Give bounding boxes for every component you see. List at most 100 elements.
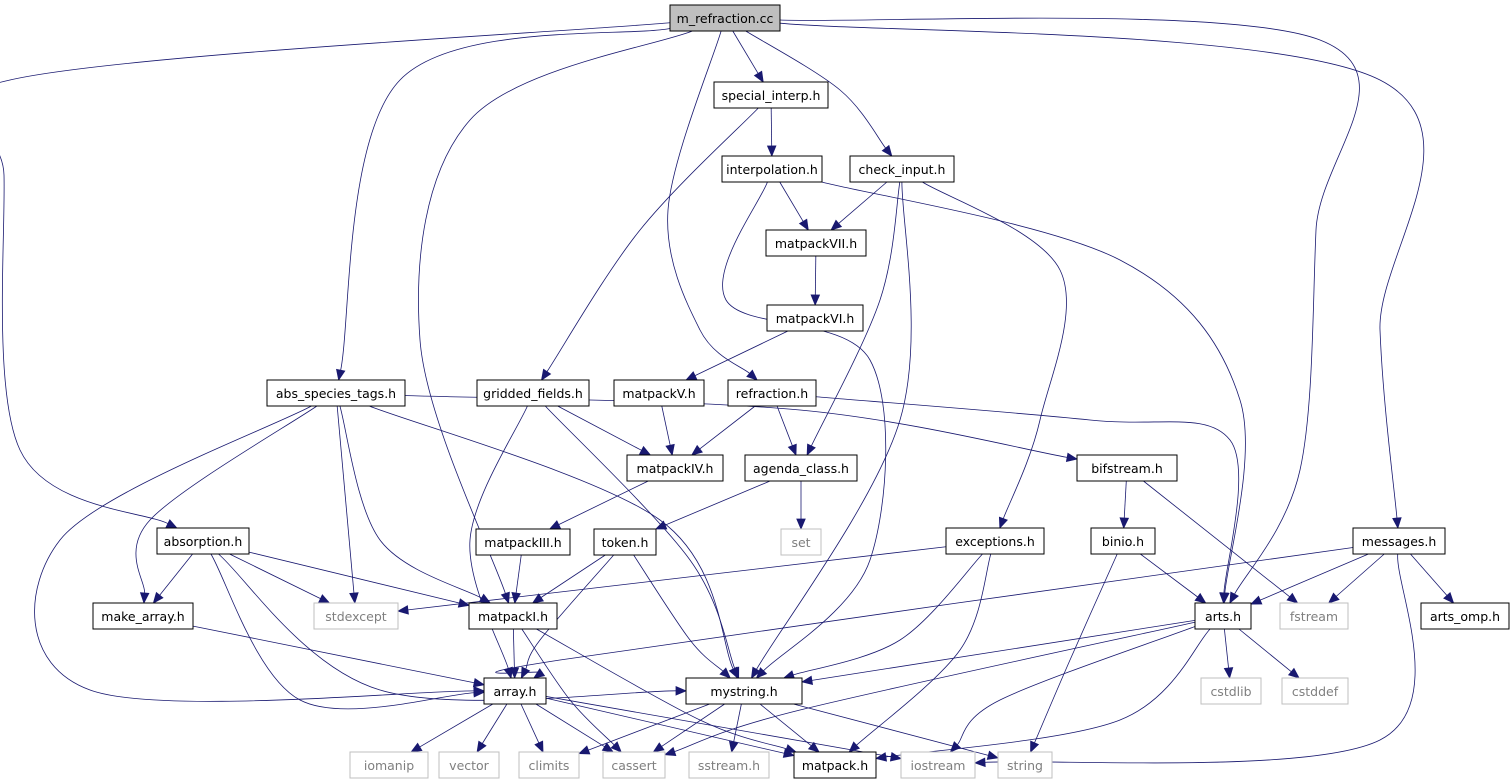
arrowhead-icon bbox=[986, 750, 999, 760]
arrowhead-icon bbox=[336, 368, 346, 382]
node-label: arts_omp.h bbox=[1430, 609, 1500, 624]
arrowhead-icon bbox=[139, 592, 150, 605]
node-box bbox=[1194, 602, 1252, 630]
node-matpackVII[interactable]: matpackVII.h bbox=[765, 229, 867, 257]
node-matpackV[interactable]: matpackV.h bbox=[613, 379, 705, 407]
edge-check_input-to-matpackVII bbox=[830, 181, 888, 231]
edge-line bbox=[1410, 553, 1448, 596]
node-arts-omp[interactable]: arts_omp.h bbox=[1420, 602, 1510, 630]
node-label: check_input.h bbox=[859, 162, 946, 177]
edge-line bbox=[694, 330, 789, 377]
arrowhead-icon bbox=[1065, 452, 1079, 463]
node-box bbox=[849, 155, 955, 183]
arrowhead-icon bbox=[874, 752, 888, 762]
node-box bbox=[793, 751, 877, 779]
node-box bbox=[626, 454, 724, 482]
edge-arts-to-matpack bbox=[874, 628, 1211, 762]
edge-abs_species_tags-to-mystring bbox=[369, 405, 739, 679]
arrowhead-icon bbox=[540, 368, 552, 381]
node-m-refraction[interactable]: m_refraction.cc bbox=[669, 4, 781, 32]
edge-line bbox=[661, 405, 671, 446]
edge-line bbox=[745, 30, 886, 149]
arrowhead-icon bbox=[998, 516, 1008, 529]
node-messages[interactable]: messages.h bbox=[1352, 527, 1446, 555]
node-box bbox=[900, 751, 976, 779]
edge-arts-to-iostream bbox=[949, 626, 1196, 753]
edge-line bbox=[229, 553, 321, 599]
edge-line bbox=[1260, 553, 1369, 601]
node-make-array[interactable]: make_array.h bbox=[92, 602, 194, 630]
arrowhead-icon bbox=[690, 444, 703, 456]
node-label: matpackVII.h bbox=[775, 236, 857, 251]
edge-gridded_fields-to-matpackIV bbox=[557, 405, 652, 456]
node-abs-species-tags[interactable]: abs_species_tags.h bbox=[266, 379, 406, 407]
node-matpackI[interactable]: matpackI.h bbox=[468, 602, 558, 630]
node-token[interactable]: token.h bbox=[593, 528, 657, 556]
node-binio[interactable]: binio.h bbox=[1090, 527, 1156, 555]
node-special-interp[interactable]: special_interp.h bbox=[713, 81, 829, 109]
edge-line bbox=[1223, 628, 1229, 669]
edge-line bbox=[779, 22, 1425, 519]
edge-line bbox=[1143, 480, 1290, 598]
arrowhead-icon bbox=[728, 740, 739, 754]
edge-line bbox=[811, 181, 901, 447]
edge-line bbox=[210, 553, 475, 710]
node-label: mystring.h bbox=[710, 684, 777, 699]
node-layer: m_refraction.cc special_interp.h interpola… bbox=[92, 4, 1510, 779]
edge-interpolation-to-matpackVII bbox=[779, 181, 809, 231]
node-matpack[interactable]: matpack.h bbox=[793, 751, 877, 779]
arrowhead-icon bbox=[1286, 592, 1299, 604]
arrowhead-icon bbox=[728, 666, 739, 679]
arrowhead-icon bbox=[1327, 592, 1340, 604]
node-interpolation[interactable]: interpolation.h bbox=[721, 155, 823, 183]
node-refraction[interactable]: refraction.h bbox=[727, 379, 817, 407]
edge-line bbox=[885, 628, 1211, 758]
node-arts[interactable]: arts.h bbox=[1194, 602, 1252, 630]
edge-array-to-matpack bbox=[545, 697, 796, 758]
edge-line bbox=[674, 621, 1196, 752]
node-box bbox=[1200, 677, 1262, 705]
arrowhead-icon bbox=[787, 443, 797, 456]
edge-line bbox=[515, 554, 522, 594]
arrowhead-icon bbox=[601, 742, 614, 753]
edge-line bbox=[535, 703, 605, 748]
edge-line bbox=[821, 181, 1246, 594]
arrowhead-icon bbox=[796, 518, 806, 531]
node-exceptions[interactable]: exceptions.h bbox=[945, 527, 1045, 555]
edge-matpackVII-to-matpackVI bbox=[810, 255, 821, 307]
node-matpackIII[interactable]: matpackIII.h bbox=[475, 528, 571, 556]
node-bifstream[interactable]: bifstream.h bbox=[1076, 454, 1178, 482]
node-mystring[interactable]: mystring.h bbox=[685, 677, 803, 705]
node-array[interactable]: array.h bbox=[483, 677, 547, 705]
edge-m_refraction-to-refraction bbox=[667, 30, 758, 381]
edge-mystring-to-cassert bbox=[652, 703, 725, 753]
node-matpackIV[interactable]: matpackIV.h bbox=[626, 454, 724, 482]
node-gridded-fields[interactable]: gridded_fields.h bbox=[476, 379, 590, 407]
edge-line bbox=[418, 30, 693, 594]
edge-line bbox=[159, 553, 193, 596]
node-matpackVI[interactable]: matpackVI.h bbox=[766, 304, 864, 332]
node-box bbox=[476, 379, 590, 407]
node-label: matpackI.h bbox=[478, 609, 548, 624]
edge-array-to-cassert bbox=[535, 703, 614, 753]
arrowhead-icon bbox=[500, 591, 510, 604]
arrowhead-icon bbox=[152, 591, 164, 604]
arrowhead-icon bbox=[664, 746, 677, 757]
arrowhead-icon bbox=[509, 667, 520, 680]
edge-special_interp-to-gridded_fields bbox=[540, 107, 759, 381]
node-absorption[interactable]: absorption.h bbox=[156, 527, 250, 555]
edge-line bbox=[814, 255, 817, 296]
node-box bbox=[613, 379, 705, 407]
node-label: cstddef bbox=[1292, 684, 1339, 699]
arrowhead-icon bbox=[1030, 740, 1040, 753]
node-agenda-class[interactable]: agenda_class.h bbox=[744, 454, 858, 482]
node-vector: vector bbox=[438, 751, 500, 779]
node-box bbox=[1090, 527, 1156, 555]
edge-line bbox=[699, 405, 756, 450]
node-check-input[interactable]: check_input.h bbox=[849, 155, 955, 183]
node-set: set bbox=[780, 528, 822, 556]
node-label: stdexcept bbox=[325, 609, 386, 624]
edge-line bbox=[815, 396, 1240, 594]
edge-line bbox=[544, 405, 736, 669]
edge-m_refraction-to-abs_species_tags bbox=[336, 28, 671, 382]
